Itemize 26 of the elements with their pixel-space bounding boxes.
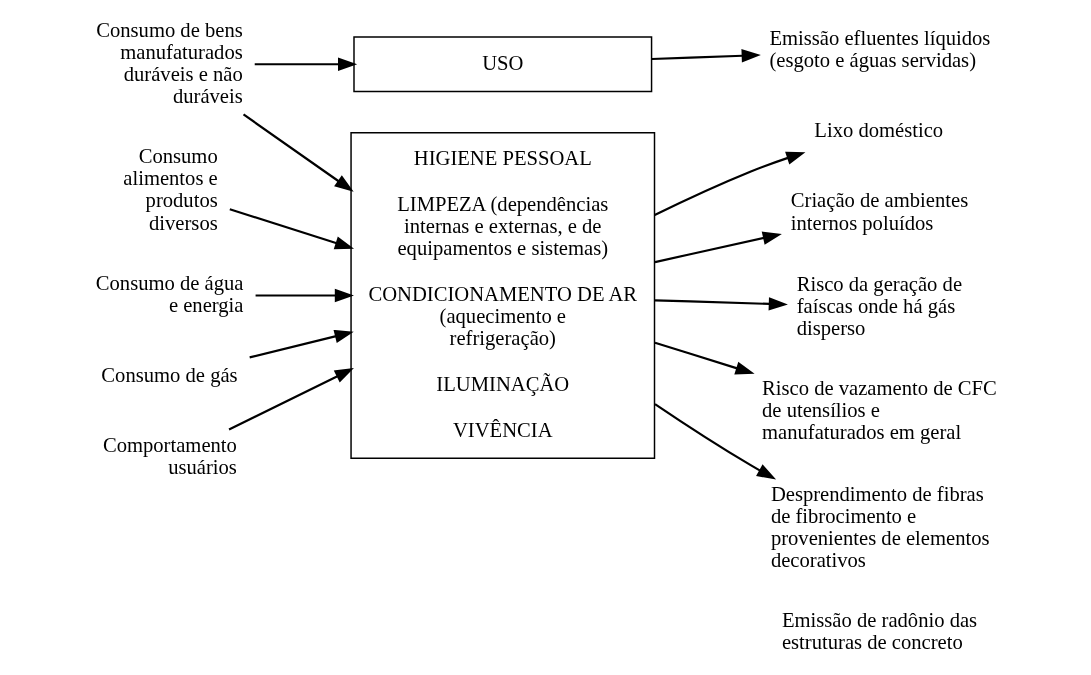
node-text: Consumo de bens manufaturados duráveis e não duráveis	[96, 18, 243, 107]
node-text: Lixo doméstico	[814, 119, 944, 142]
node-text: Criação de ambientes internos poluídos	[790, 189, 969, 234]
arrow	[255, 288, 354, 303]
arrow	[654, 341, 755, 375]
node-box: USO	[353, 36, 653, 93]
arrow	[249, 329, 354, 359]
arrow	[654, 297, 788, 311]
node-text: Comportamento usuários	[102, 433, 237, 479]
node-text: Emissão efluentes líquidos (esgoto e águas servidas)	[769, 27, 991, 72]
node-text: Desprendimento de fibras de fibrocimento e provenientes de elementos decorativos	[770, 482, 990, 571]
node-text: Consumo de gás	[101, 363, 238, 386]
node-text: Risco de vazamento de CFC de utensílios e manufaturados em geral	[762, 377, 997, 444]
arrow	[654, 231, 782, 264]
arrow	[654, 151, 806, 217]
arrow	[229, 208, 355, 250]
arrow	[654, 403, 777, 480]
arrow	[228, 368, 354, 431]
arrow	[242, 113, 354, 192]
node-text: Consumo alimentos e produtos diversos	[123, 145, 218, 234]
node-box: HIGIENE PESSOAL LIMPEZA (dependências internas e externas, e de equipamentos e sistemas) CONDICIONAMENTO DE AR (aquecimento e refrigeração) ILUMINAÇÃO VIVÊNCIA	[350, 132, 656, 460]
node-text: Consumo de água e energia	[95, 271, 244, 317]
arrow	[651, 49, 761, 63]
arrow	[254, 57, 358, 71]
label: Emissão de radônio das estruturas de concreto	[781, 609, 978, 654]
node-text: Risco da geração de faíscas onde há gás disperso	[796, 272, 963, 339]
